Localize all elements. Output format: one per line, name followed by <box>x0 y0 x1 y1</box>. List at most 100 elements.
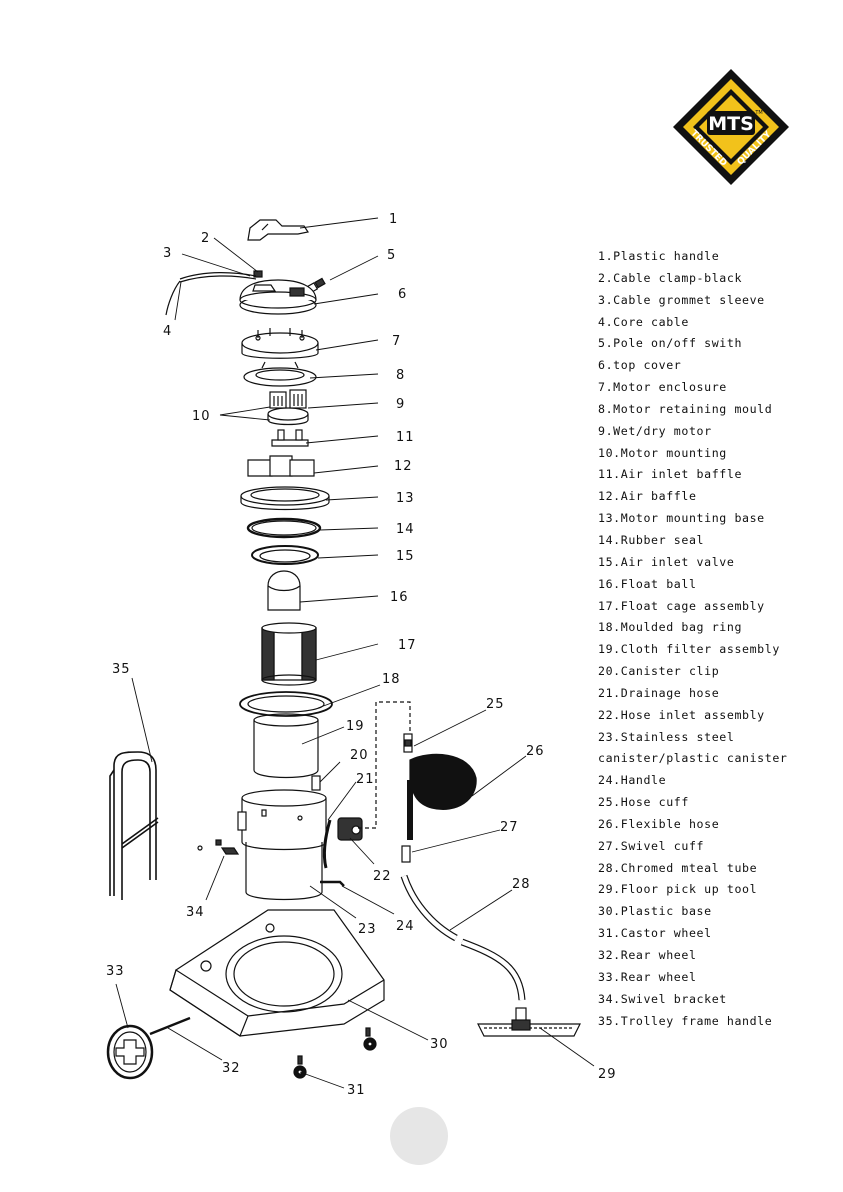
parts-list-item: 34.Swivel bracket <box>598 991 727 1006</box>
callout-24: 24 <box>396 919 415 934</box>
parts-list-item: 23.Stainless steel <box>598 729 735 744</box>
part-canister <box>237 789 327 901</box>
parts-list-item: 11.Air inlet baffle <box>598 467 743 482</box>
callout-14: 14 <box>396 522 415 537</box>
part-rear-wheel <box>106 1024 154 1080</box>
part-wet-dry-motor <box>267 389 309 426</box>
callout-23: 23 <box>358 922 377 937</box>
part-hose-cuff <box>403 733 413 753</box>
parts-list-item: 3.Cable grommet sleeve <box>598 292 765 307</box>
leader-lines <box>115 217 595 1089</box>
callout-4: 4 <box>163 324 172 339</box>
callout-28: 28 <box>512 877 531 892</box>
callout-6: 6 <box>398 287 407 302</box>
parts-list-item: 12.Air baffle <box>598 489 697 504</box>
parts-list-item: 2.Cable clamp-black <box>598 270 743 285</box>
parts-list-item: 10.Motor mounting <box>598 445 727 460</box>
callout-34: 34 <box>186 905 205 920</box>
callout-5: 5 <box>387 248 396 263</box>
part-rubber-seal <box>246 517 322 539</box>
parts-list-item: 7.Motor enclosure <box>598 380 727 395</box>
part-cloth-filter-assembly <box>253 713 319 779</box>
part-hose-inlet-assembly <box>337 817 363 841</box>
part-canister-handle <box>320 880 345 887</box>
callout-11: 11 <box>396 430 415 445</box>
part-flexible-hose <box>407 753 477 840</box>
callout-26: 26 <box>526 744 545 759</box>
part-plastic-handle <box>247 219 309 241</box>
parts-list-item: 24.Handle <box>598 773 667 788</box>
callout-12: 12 <box>394 459 413 474</box>
callout-1: 1 <box>389 212 398 227</box>
parts-list-item: canister/plastic canister <box>598 751 788 766</box>
callout-35: 35 <box>112 662 131 677</box>
callout-8: 8 <box>396 368 405 383</box>
parts-list-item: 30.Plastic base <box>598 904 712 919</box>
part-motor-enclosure <box>241 328 319 359</box>
parts-list-item: 15.Air inlet valve <box>598 554 735 569</box>
part-trolley-frame-handle <box>109 751 159 900</box>
part-float-ball <box>267 570 301 611</box>
parts-list-item: 8.Motor retaining mould <box>598 401 773 416</box>
part-castor-wheel <box>293 1027 377 1079</box>
part-canister-clip <box>311 775 321 791</box>
callout-13: 13 <box>396 491 415 506</box>
parts-list-item: 27.Swivel cuff <box>598 838 705 853</box>
parts-list-item: 22.Hose inlet assembly <box>598 707 765 722</box>
parts-list-item: 18.Moulded bag ring <box>598 620 743 635</box>
parts-list-item: 9.Wet/dry motor <box>598 423 712 438</box>
callout-16: 16 <box>390 590 409 605</box>
parts-list-item: 6.top cover <box>598 358 682 373</box>
part-rear-wheel-axle <box>149 1016 191 1036</box>
callout-32: 32 <box>222 1061 241 1076</box>
page-number-badge <box>390 1107 448 1165</box>
parts-list-item: 33.Rear wheel <box>598 969 697 984</box>
parts-list-item: 20.Canister clip <box>598 664 720 679</box>
callout-15: 15 <box>396 549 415 564</box>
parts-list-item: 32.Rear wheel <box>598 948 697 962</box>
parts-list-item: 5.Pole on/off swith <box>598 336 743 351</box>
parts-list-item: 17.Float cage assembly <box>598 598 765 613</box>
callout-17: 17 <box>398 638 417 653</box>
mts-trusted-quality-logo: MTS TM TRUSTED QUALITY <box>673 69 789 185</box>
part-motor-retaining-mould <box>243 361 317 387</box>
part-air-inlet-baffle <box>271 429 309 447</box>
part-air-baffle <box>247 455 315 477</box>
callout-2: 2 <box>201 231 210 246</box>
callout-3: 3 <box>163 246 172 261</box>
parts-list-item: 21.Drainage hose <box>598 685 720 700</box>
part-motor-mounting-base <box>240 486 330 511</box>
parts-list-item: 35.Trolley frame handle <box>598 1013 773 1028</box>
logo-tm-mark: TM <box>754 110 762 116</box>
callout-21: 21 <box>356 772 375 787</box>
callout-29: 29 <box>598 1067 617 1082</box>
logo-brand-text: MTS <box>708 113 754 135</box>
hose-connection-dashed-line <box>358 701 411 829</box>
callout-30: 30 <box>430 1037 449 1052</box>
callout-7: 7 <box>392 334 401 349</box>
part-moulded-bag-ring <box>239 691 333 717</box>
parts-list-item: 16.Float ball <box>598 576 697 591</box>
parts-list-item: 19.Cloth filter assembly <box>598 642 780 657</box>
parts-list-item: 29.Floor pick up tool <box>598 882 758 897</box>
callout-19: 19 <box>346 719 365 734</box>
part-air-inlet-valve <box>251 545 319 565</box>
callout-18: 18 <box>382 672 401 687</box>
part-plastic-base <box>169 909 385 1037</box>
part-swivel-cuff <box>401 845 411 863</box>
callout-10: 10 <box>192 409 211 424</box>
parts-list-item: 13.Motor mounting base <box>598 511 765 526</box>
callout-numbers: 1 2 3 4 5 6 7 8 9 10 11 12 13 14 15 16 1… <box>106 212 617 1098</box>
part-swivel-bracket <box>197 839 240 855</box>
part-cable-clamp-and-cable <box>165 270 263 316</box>
parts-list-item: 31.Castor wheel <box>598 926 712 941</box>
part-top-cover <box>239 279 317 315</box>
parts-list-item: 4.Core cable <box>598 314 689 329</box>
parts-list-item: 14.Rubber seal <box>598 532 705 547</box>
parts-list-item: 25.Hose cuff <box>598 795 689 810</box>
part-chromed-metal-tube <box>400 874 526 1001</box>
callout-20: 20 <box>350 748 369 763</box>
parts-list-item: 28.Chromed mteal tube <box>598 860 758 875</box>
callout-27: 27 <box>500 820 519 835</box>
